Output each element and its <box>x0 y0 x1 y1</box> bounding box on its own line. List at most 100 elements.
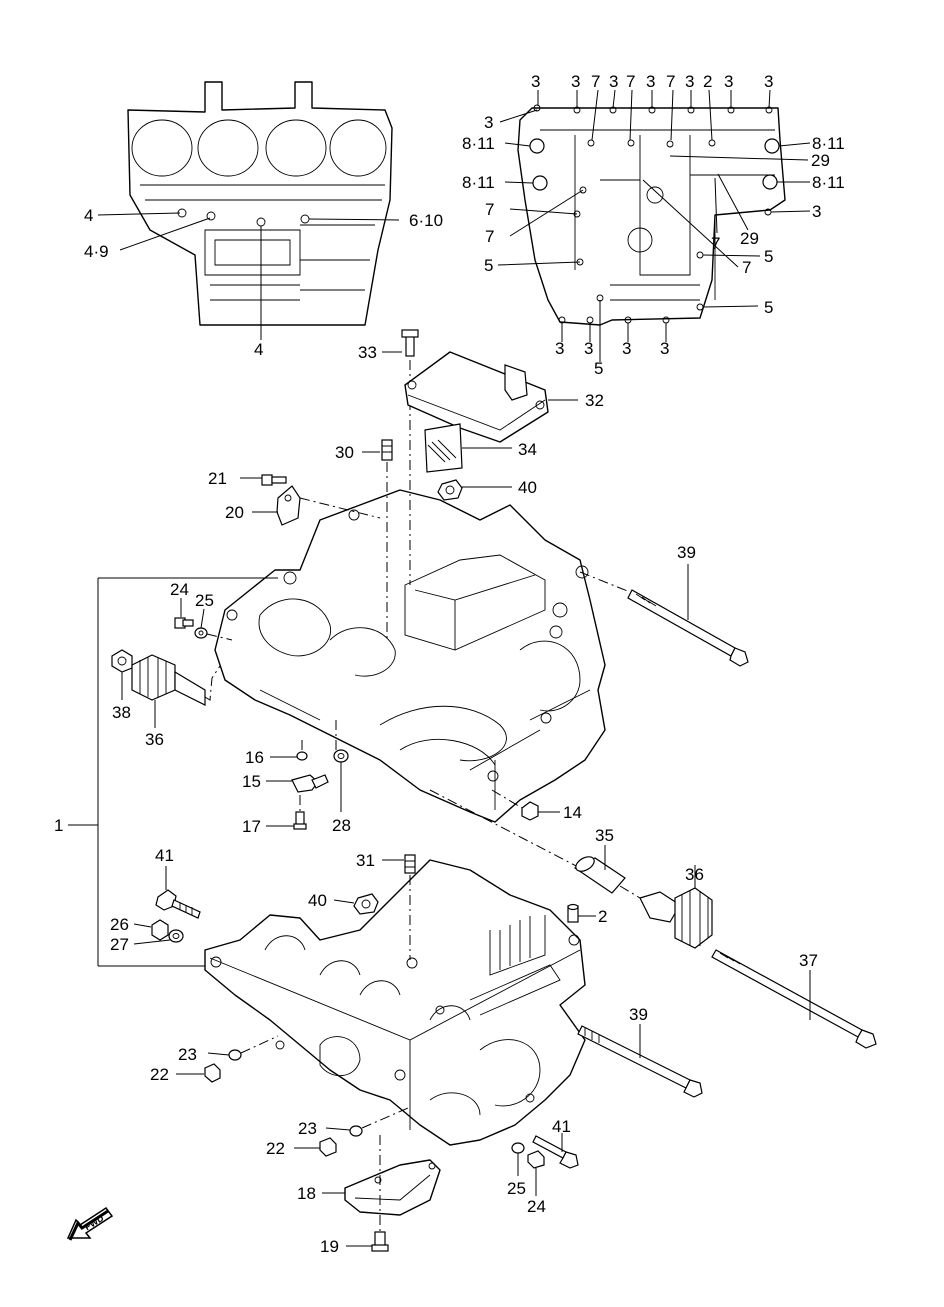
callout-41-upper: 41 <box>155 846 174 865</box>
callout-19: 19 <box>320 1237 339 1256</box>
part-31-dowel <box>404 854 416 874</box>
part-32-breather-cover <box>404 351 549 443</box>
callout-3-top-7: 3 <box>764 72 773 91</box>
callout-40-lower: 40 <box>308 891 327 910</box>
part-24-bolt-left <box>174 617 194 629</box>
callout-4-9: 4·9 <box>84 242 109 261</box>
callout-5-right-2: 5 <box>764 298 773 317</box>
callout-35: 35 <box>595 826 614 845</box>
callout-5-left: 5 <box>484 256 493 275</box>
callout-16: 16 <box>245 748 264 767</box>
part-37-long-bolt <box>711 949 877 1049</box>
callout-31: 31 <box>356 851 375 870</box>
callout-2: 2 <box>598 907 607 926</box>
callout-17: 17 <box>242 817 261 836</box>
callout-29-b: 29 <box>740 229 759 248</box>
part-20-cover-plate <box>276 485 301 526</box>
part-38-cap <box>111 649 133 673</box>
callout-25-lower: 25 <box>507 1179 526 1198</box>
part-16-gasket <box>296 751 308 761</box>
part-23-washer-a <box>228 1049 242 1061</box>
callout-7-inner: 7 <box>711 234 720 253</box>
lower-crankcase <box>204 859 586 1146</box>
part-26-plug <box>151 919 169 941</box>
callout-32: 32 <box>585 391 604 410</box>
callout-20: 20 <box>225 503 244 522</box>
part-2-dowel <box>567 903 579 923</box>
callout-25-upper: 25 <box>195 591 214 610</box>
fwd-arrow-icon: FWD <box>66 1206 114 1241</box>
callout-23-upper: 23 <box>178 1045 197 1064</box>
callout-18: 18 <box>297 1184 316 1203</box>
callout-3-bottom-4: 3 <box>660 339 669 358</box>
callout-3-top-1: 3 <box>531 72 540 91</box>
callout-24-lower: 24 <box>527 1197 546 1216</box>
callout-1: 1 <box>54 816 63 835</box>
callout-23-lower: 23 <box>298 1119 317 1138</box>
callout-33: 33 <box>358 343 377 362</box>
part-28-oring <box>333 749 349 763</box>
part-14-plug <box>521 801 539 821</box>
part-25-washer-right <box>511 1142 525 1154</box>
part-35-pipe <box>573 856 626 894</box>
callout-6-10: 6·10 <box>409 211 443 230</box>
callout-27: 27 <box>110 935 129 954</box>
callout-37: 37 <box>799 951 818 970</box>
part-36-oil-jet-left <box>131 654 206 706</box>
callout-26: 26 <box>110 915 129 934</box>
part-34-breather-element <box>424 423 463 473</box>
callout-5-bottom: 5 <box>594 359 603 378</box>
part-21-bolt <box>261 474 287 486</box>
part-25-washer-left <box>194 627 208 639</box>
callout-39-lower: 39 <box>629 1005 648 1024</box>
part-22-bolt-a <box>204 1063 221 1083</box>
callout-3-bottom-3: 3 <box>622 339 631 358</box>
part-33-bolt <box>401 329 419 357</box>
callout-28: 28 <box>332 816 351 835</box>
callout-7-right: 7 <box>742 258 751 277</box>
callout-3-right: 3 <box>812 202 821 221</box>
callout-3-top-5: 3 <box>685 72 694 91</box>
part-23-washer-b <box>349 1125 363 1137</box>
callout-2-top: 2 <box>703 72 712 91</box>
callout-8-11-d: 8·11 <box>812 173 845 192</box>
part-27-washer <box>168 929 184 943</box>
part-39-long-bolt-upper <box>579 571 749 667</box>
part-40-grommet-lower <box>353 893 379 915</box>
callout-7-left-1: 7 <box>485 200 494 219</box>
part-18-cover-plate <box>344 1159 441 1216</box>
callout-34: 34 <box>518 440 537 459</box>
part-40-grommet-upper <box>437 479 463 501</box>
part-41-bolt-left <box>155 889 201 919</box>
callout-24-upper: 24 <box>170 580 189 599</box>
callout-4-a: 4 <box>84 206 93 225</box>
callout-39-upper: 39 <box>677 543 696 562</box>
callout-40-upper: 40 <box>518 478 537 497</box>
callout-21: 21 <box>208 469 227 488</box>
part-24-bolt-right <box>527 1150 545 1169</box>
callout-7-top-2: 7 <box>626 72 635 91</box>
crankcase-bottom-view <box>517 104 786 326</box>
callout-8-11-c: 8·11 <box>812 134 845 153</box>
callout-3-left: 3 <box>484 113 493 132</box>
callout-3-bottom-2: 3 <box>584 339 593 358</box>
callout-14: 14 <box>563 803 582 822</box>
callout-8-11-a: 8·11 <box>462 134 495 153</box>
callout-7-top-1: 7 <box>591 72 600 91</box>
callout-22-lower: 22 <box>266 1139 285 1158</box>
callout-36-left: 36 <box>145 730 164 749</box>
callout-3-top-4: 3 <box>646 72 655 91</box>
part-41-bolt-right <box>532 1135 579 1169</box>
part-22-bolt-b <box>319 1137 337 1157</box>
callout-3-top-3: 3 <box>609 72 618 91</box>
upper-crankcase <box>214 489 606 823</box>
callout-7-left-2: 7 <box>485 227 494 246</box>
part-19-bolt <box>371 1231 389 1252</box>
part-30-stud <box>381 439 393 461</box>
callout-22-upper: 22 <box>150 1065 169 1084</box>
part-39-long-bolt-lower <box>577 1025 703 1098</box>
callout-3-top-2: 3 <box>571 72 580 91</box>
part-36-oil-jet-right <box>639 887 713 949</box>
